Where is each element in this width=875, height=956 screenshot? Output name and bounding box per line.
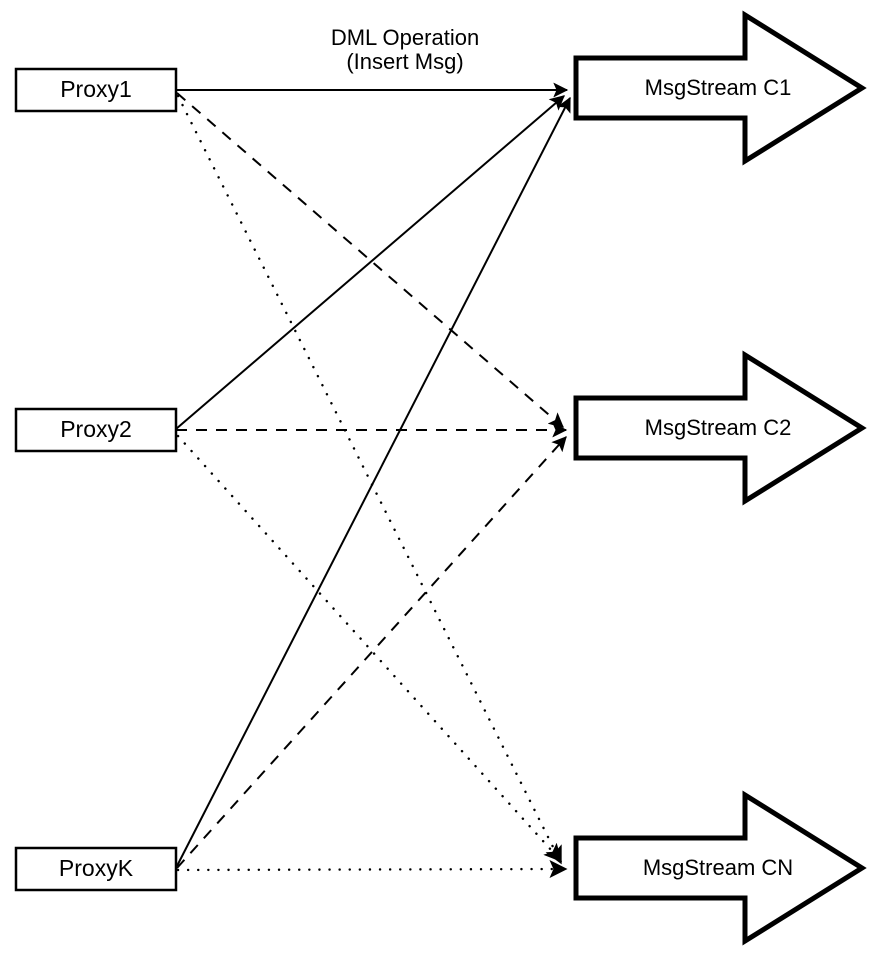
stream-c2-label: MsgStream C2 bbox=[645, 415, 792, 440]
proxy-node-group: Proxy1 Proxy2 ProxyK bbox=[14, 67, 178, 892]
stream-node-cn[interactable]: MsgStream CN bbox=[573, 790, 867, 946]
stream-c2-block-arrow-icon[interactable] bbox=[573, 350, 867, 506]
stream-c1-block-arrow-icon[interactable] bbox=[573, 10, 867, 166]
edge-caption-line-2: (Insert Msg) bbox=[346, 49, 463, 74]
stream-node-group: MsgStream C1 MsgStream C2 MsgStream CN bbox=[573, 10, 867, 946]
proxy-node-proxyk[interactable]: ProxyK bbox=[14, 846, 178, 892]
stream-c1-label: MsgStream C1 bbox=[645, 75, 792, 100]
edge-caption-line-1: DML Operation bbox=[331, 25, 479, 50]
connection-proxyk-to-stream-c2 bbox=[176, 436, 567, 869]
connection-proxy1-to-stream-c2 bbox=[176, 92, 564, 428]
connection-proxy2-to-stream-cn bbox=[176, 434, 563, 863]
proxy2-label: Proxy2 bbox=[60, 416, 132, 442]
stream-cn-block-arrow-icon[interactable] bbox=[573, 790, 867, 946]
connection-proxy2-to-stream-c1 bbox=[175, 95, 565, 430]
proxy1-box[interactable] bbox=[14, 67, 178, 113]
proxy-node-proxy1[interactable]: Proxy1 bbox=[14, 67, 178, 113]
proxyk-label: ProxyK bbox=[59, 855, 134, 881]
stream-node-c2[interactable]: MsgStream C2 bbox=[573, 350, 867, 506]
proxy1-label: Proxy1 bbox=[60, 76, 132, 102]
proxyk-box[interactable] bbox=[14, 846, 178, 892]
proxy2-box[interactable] bbox=[14, 407, 178, 453]
connection-proxyk-to-stream-cn bbox=[176, 860, 568, 879]
connection-layer bbox=[175, 82, 571, 879]
edge-caption-group: DML Operation (Insert Msg) bbox=[331, 25, 479, 74]
proxy-node-proxy2[interactable]: Proxy2 bbox=[14, 407, 178, 453]
stream-node-c1[interactable]: MsgStream C1 bbox=[573, 10, 867, 166]
stream-cn-label: MsgStream CN bbox=[643, 855, 793, 880]
connection-proxyk-to-stream-c1 bbox=[176, 96, 571, 867]
connection-proxy1-to-stream-cn bbox=[176, 94, 563, 865]
